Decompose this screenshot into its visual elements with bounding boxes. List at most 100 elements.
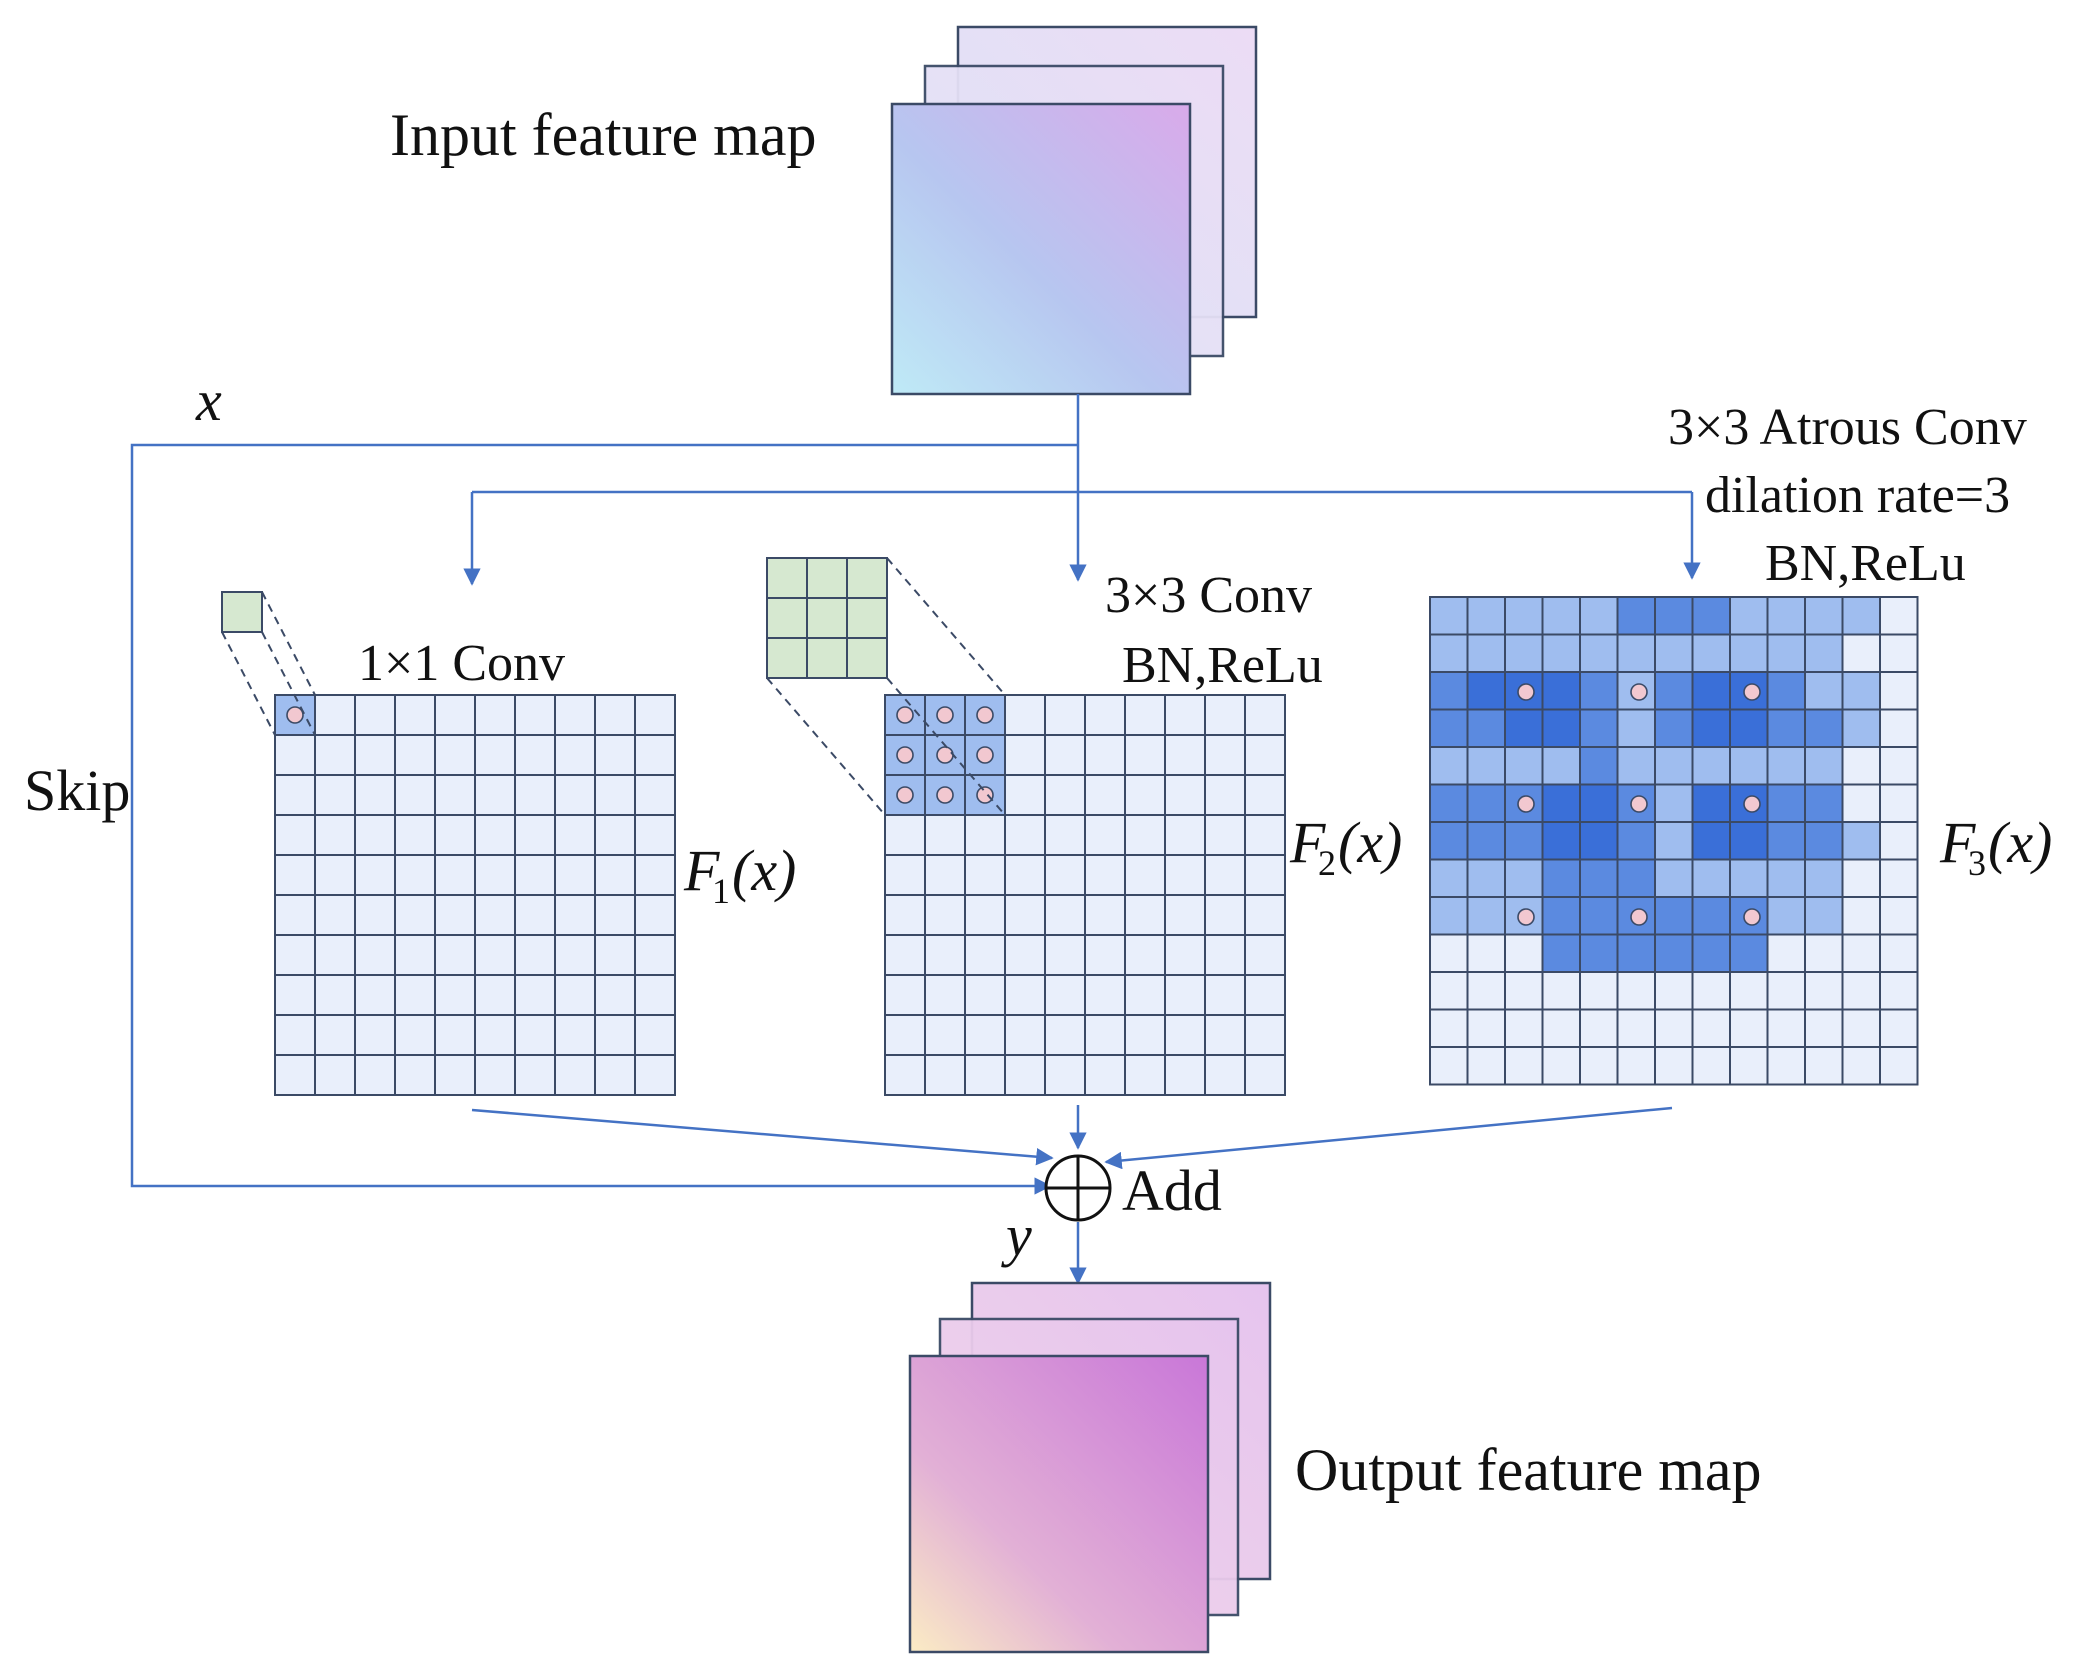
grid-cell — [594, 734, 636, 776]
grid-cell — [1579, 821, 1619, 861]
grid-cell — [1204, 694, 1246, 736]
sample-point — [1630, 795, 1648, 813]
grid-cell — [314, 974, 356, 1016]
grid-cell — [1164, 1054, 1206, 1096]
grid-cell — [1084, 734, 1126, 776]
grid-cell — [1841, 708, 1881, 748]
grid-cell — [474, 774, 516, 816]
sample-point — [1743, 683, 1761, 701]
sample-point — [1517, 683, 1535, 701]
sample-point — [1630, 908, 1648, 926]
kernel-projection-line — [766, 677, 886, 816]
grid-cell — [274, 734, 316, 776]
grid-cell — [1466, 821, 1506, 861]
grid-cell — [924, 894, 966, 936]
grid-cell — [1124, 774, 1166, 816]
svg-text:2: 2 — [1318, 843, 1336, 883]
grid-cell — [884, 854, 926, 896]
grid-cell — [1654, 708, 1694, 748]
f1-label: F 1 (x) — [683, 838, 796, 911]
svg-text:(x): (x) — [732, 838, 796, 903]
y-label: y — [1001, 1203, 1032, 1268]
grid-cell — [1841, 1008, 1881, 1048]
grid-cell — [1541, 1008, 1581, 1048]
grid-cell — [1654, 746, 1694, 786]
grid-cell — [1044, 934, 1086, 976]
grid-cell — [1804, 896, 1844, 936]
grid-cell — [1204, 974, 1246, 1016]
conv1x1-label: 1×1 Conv — [358, 635, 565, 692]
grid-cell — [1504, 858, 1544, 898]
grid-cell — [634, 974, 676, 1016]
grid-cell — [1616, 971, 1656, 1011]
grid-cell — [1879, 896, 1919, 936]
grid-cell — [1244, 734, 1286, 776]
grid-cell — [1766, 971, 1806, 1011]
grid-cell — [514, 974, 556, 1016]
grid-cell — [1879, 633, 1919, 673]
sample-point — [1517, 908, 1535, 926]
svg-text:3: 3 — [1968, 843, 1986, 883]
grid-cell — [806, 597, 848, 639]
grid-cell — [1466, 896, 1506, 936]
grid-cell — [1429, 746, 1469, 786]
grid-cell — [1429, 633, 1469, 673]
grid-cell — [1124, 1054, 1166, 1096]
grid-cell — [1729, 1008, 1769, 1048]
grid-cell — [1541, 671, 1581, 711]
grid-cell — [434, 974, 476, 1016]
grid-cell — [1504, 933, 1544, 973]
grid-cell — [1841, 821, 1881, 861]
grid-cell — [964, 974, 1006, 1016]
svg-text:F: F — [683, 838, 720, 903]
grid-cell — [1879, 971, 1919, 1011]
grid-cell — [1691, 633, 1731, 673]
grid-cell — [434, 734, 476, 776]
grid-cell — [394, 734, 436, 776]
grid-cell — [1579, 783, 1619, 823]
feature-grid-f3 — [1429, 596, 1919, 1086]
grid-cell — [1691, 1008, 1731, 1048]
grid-cell — [314, 1054, 356, 1096]
grid-cell — [1164, 814, 1206, 856]
grid-cell — [394, 1014, 436, 1056]
grid-cell — [964, 894, 1006, 936]
grid-cell — [554, 1014, 596, 1056]
grid-cell — [846, 597, 888, 639]
grid-cell — [1616, 708, 1656, 748]
grid-cell — [1766, 671, 1806, 711]
grid-cell — [1124, 1014, 1166, 1056]
grid-cell — [1466, 1008, 1506, 1048]
grid-cell — [1004, 814, 1046, 856]
grid-cell — [1124, 814, 1166, 856]
grid-cell — [1729, 746, 1769, 786]
grid-cell — [1244, 814, 1286, 856]
grid-cell — [1879, 746, 1919, 786]
grid-cell — [1579, 746, 1619, 786]
grid-cell — [394, 934, 436, 976]
grid-cell — [1044, 854, 1086, 896]
grid-cell — [434, 934, 476, 976]
grid-cell — [394, 694, 436, 736]
grid-cell — [1084, 894, 1126, 936]
sample-point — [896, 706, 914, 724]
grid-cell — [1164, 854, 1206, 896]
grid-cell — [1841, 596, 1881, 636]
grid-cell — [354, 1014, 396, 1056]
grid-cell — [394, 974, 436, 1016]
grid-cell — [1244, 774, 1286, 816]
grid-cell — [1841, 858, 1881, 898]
grid-cell — [1504, 671, 1544, 711]
grid-cell — [1804, 783, 1844, 823]
grid-cell — [1541, 746, 1581, 786]
grid-cell — [1541, 708, 1581, 748]
grid-cell — [1244, 1014, 1286, 1056]
x-label: x — [195, 368, 222, 433]
grid-cell — [1084, 974, 1126, 1016]
grid-cell — [1654, 1008, 1694, 1048]
grid-cell — [1044, 974, 1086, 1016]
svg-text:F: F — [1939, 810, 1976, 875]
grid-cell — [1766, 1046, 1806, 1086]
grid-cell — [1691, 671, 1731, 711]
